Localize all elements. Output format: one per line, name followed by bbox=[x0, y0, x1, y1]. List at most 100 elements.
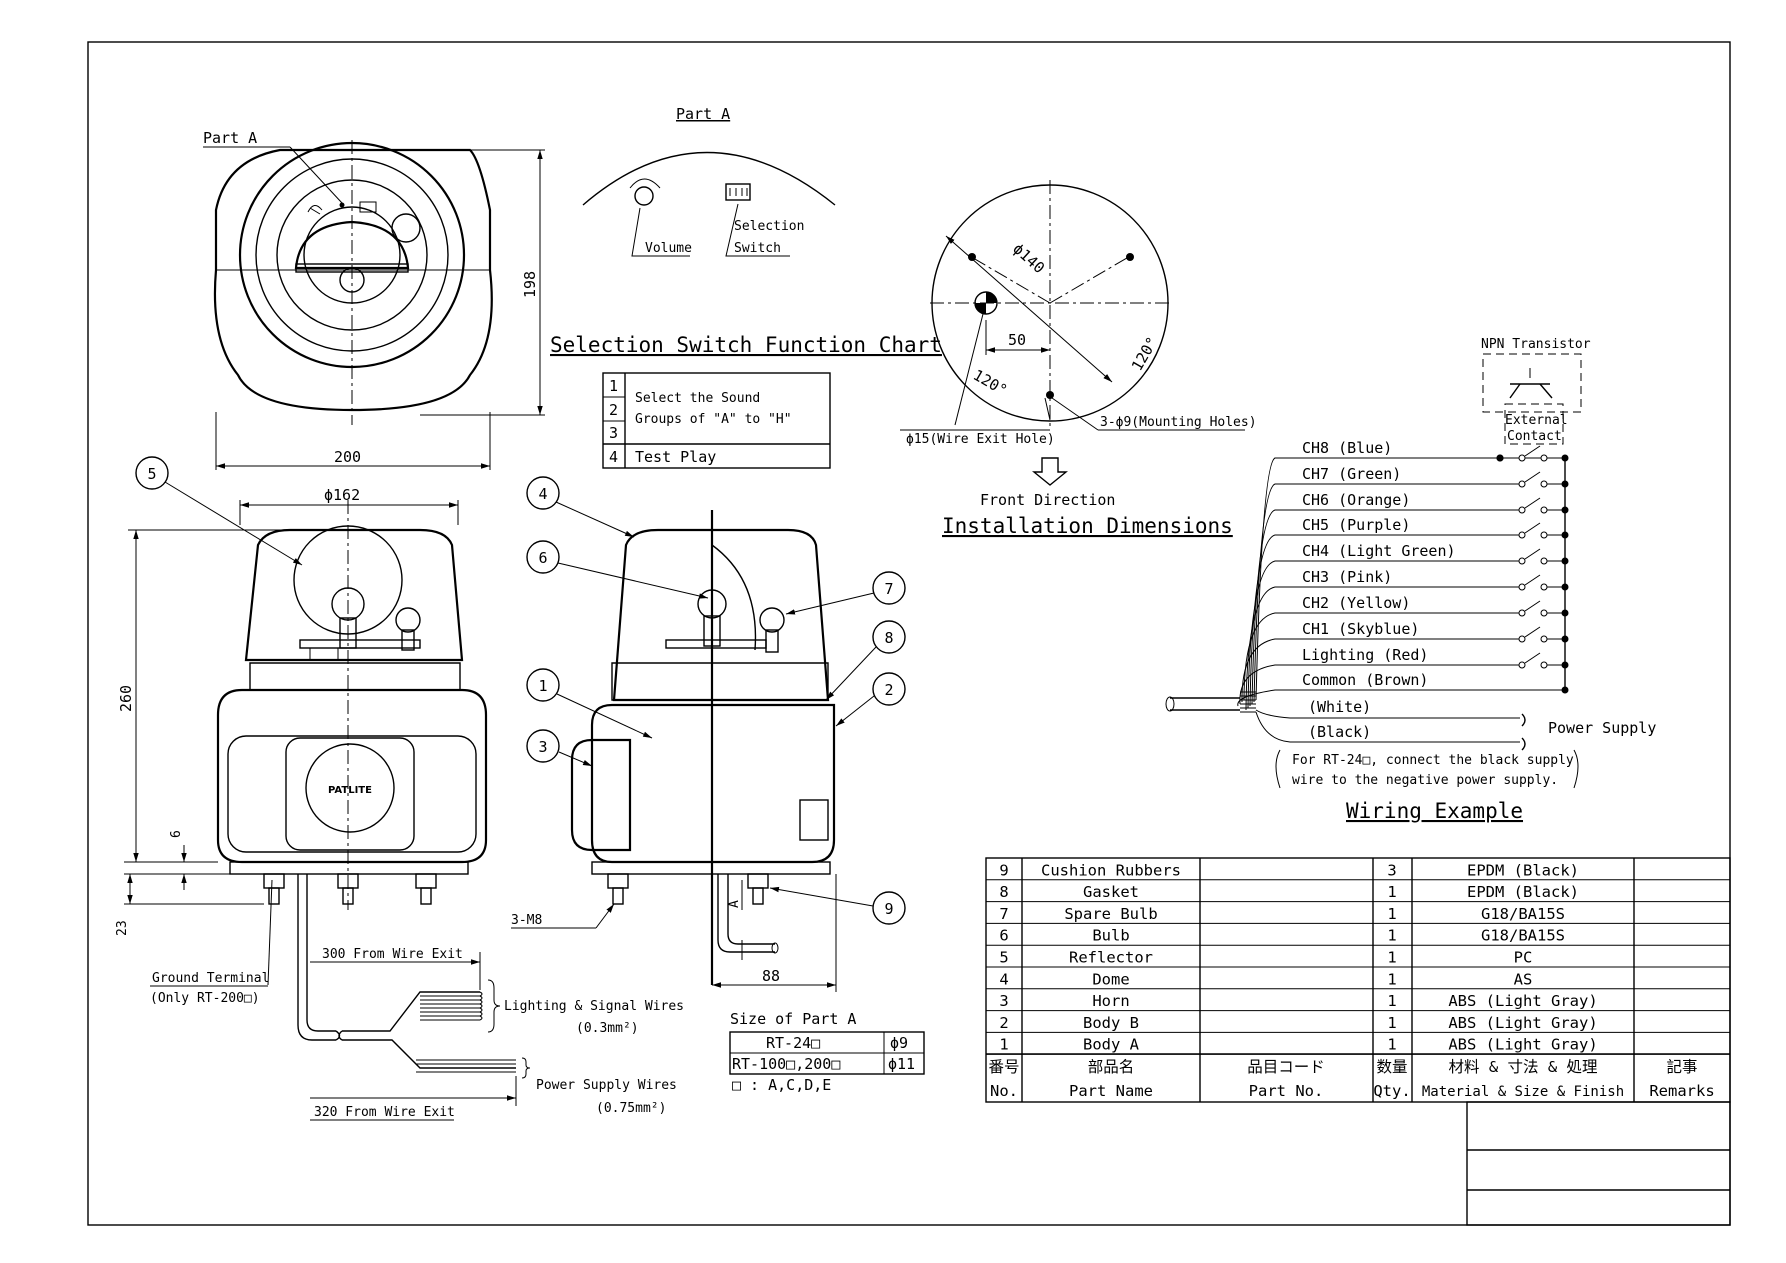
function-chart-title: Selection Switch Function Chart bbox=[550, 333, 942, 357]
cell-qty: 1 bbox=[1387, 970, 1396, 988]
balloon-5: 5 bbox=[135, 456, 303, 566]
dim-300-label: 300 From Wire Exit bbox=[322, 947, 463, 962]
side-view: 88 A 3-M8 bbox=[511, 510, 837, 992]
cell-material: ABS (Light Gray) bbox=[1448, 1014, 1597, 1032]
signal-wires-label-2: (0.3mm²) bbox=[576, 1021, 639, 1036]
size-row-2-size: ϕ11 bbox=[888, 1055, 915, 1073]
cell-qty: 1 bbox=[1387, 1036, 1396, 1054]
cell-no: 7 bbox=[999, 905, 1008, 923]
cell-name: Cushion Rubbers bbox=[1041, 861, 1181, 879]
hdr-jp-name: 部品名 bbox=[1088, 1058, 1135, 1076]
volume-label: Volume bbox=[645, 241, 692, 256]
hdr-jp-no: 番号 bbox=[988, 1058, 1019, 1076]
chart-row-3: 3 bbox=[609, 424, 618, 442]
chart-desc-1: Select the Sound bbox=[635, 391, 760, 406]
hdr-jp-qty: 数量 bbox=[1376, 1058, 1407, 1076]
selection-switch-icon bbox=[725, 183, 751, 201]
front-view: PATLITE ϕ162 260 6 23 bbox=[115, 486, 488, 936]
power-wires-label-2: (0.75mm²) bbox=[596, 1101, 666, 1116]
cell-qty: 3 bbox=[1387, 861, 1396, 879]
cell-material: EPDM (Black) bbox=[1467, 883, 1579, 901]
dim-23-label: 23 bbox=[115, 920, 130, 936]
svg-text:5: 5 bbox=[147, 465, 156, 483]
power-supply-label: Power Supply bbox=[1548, 719, 1656, 737]
cell-qty: 1 bbox=[1387, 883, 1396, 901]
channel-label: Lighting (Red) bbox=[1302, 646, 1428, 664]
balloon-9: 9 bbox=[769, 886, 906, 925]
balloon-6: 6 bbox=[526, 540, 709, 599]
installation-dimensions: ϕ140 50 120° 120° ϕ15(Wire Exit Hole) 3-… bbox=[900, 180, 1257, 538]
cell-material: PC bbox=[1514, 949, 1533, 967]
wiring-channel-0: CH8 (Blue) bbox=[1255, 439, 1569, 701]
cell-no: 4 bbox=[999, 970, 1008, 988]
front-direction-label: Front Direction bbox=[980, 491, 1115, 509]
channel-label: Common (Brown) bbox=[1302, 671, 1428, 689]
chart-desc-2: Groups of "A" to "H" bbox=[635, 412, 792, 427]
white-wire-label: (White) bbox=[1308, 698, 1371, 716]
hdr-en-qty: Qty. bbox=[1373, 1082, 1410, 1100]
channel-label: CH3 (Pink) bbox=[1302, 568, 1392, 586]
part-a-detail: Part A Volume Selection Switch bbox=[582, 105, 836, 257]
selection-switch-label-1: Selection bbox=[734, 219, 804, 234]
hdr-en-no: No. bbox=[990, 1082, 1018, 1100]
balloon-3: 3 bbox=[526, 729, 593, 767]
lead-wires: Ground Terminal (Only RT-200□) 300 From … bbox=[150, 874, 684, 1121]
cell-name: Spare Bulb bbox=[1064, 905, 1157, 923]
wiring-title: Wiring Example bbox=[1346, 799, 1523, 823]
wiring-channel-5: CH3 (Pink) bbox=[1245, 568, 1569, 711]
cell-name: Gasket bbox=[1083, 883, 1139, 901]
wiring-channel-3: CH5 (Purple) bbox=[1249, 516, 1569, 707]
channel-label: CH7 (Green) bbox=[1302, 465, 1401, 483]
cell-name: Bulb bbox=[1092, 927, 1129, 945]
dim-50-label: 50 bbox=[1008, 331, 1026, 349]
cell-no: 1 bbox=[999, 1036, 1008, 1054]
balloon-7: 7 bbox=[785, 571, 906, 615]
power-wires-label-1: Power Supply Wires bbox=[536, 1078, 677, 1093]
thread-label: 3-M8 bbox=[511, 913, 542, 928]
channel-label: CH2 (Yellow) bbox=[1302, 594, 1410, 612]
dim-88-label: 88 bbox=[762, 967, 780, 985]
wiring-channel-1: CH7 (Green) bbox=[1253, 465, 1569, 703]
table-row: 8 Gasket 1 EPDM (Black) bbox=[986, 883, 1730, 903]
ground-terminal-label-1: Ground Terminal bbox=[152, 971, 269, 986]
wire-exit-hole-label: ϕ15(Wire Exit Hole) bbox=[906, 432, 1055, 447]
size-row-1-model: RT-24□ bbox=[766, 1034, 820, 1052]
hdr-en-material: Material & Size & Finish bbox=[1422, 1084, 1624, 1100]
cell-no: 8 bbox=[999, 883, 1008, 901]
wiring-channel-4: CH4 (Light Green) bbox=[1247, 542, 1569, 709]
brand-logo: PATLITE bbox=[328, 785, 372, 796]
wiring-note-2: wire to the negative power supply. bbox=[1292, 773, 1558, 788]
cell-no: 5 bbox=[999, 949, 1008, 967]
hdr-en-part-no: Part No. bbox=[1249, 1082, 1324, 1100]
hdr-jp-part-no: 品目コード bbox=[1247, 1058, 1325, 1076]
cell-name: Dome bbox=[1092, 970, 1129, 988]
size-row-2-model: RT-100□,200□ bbox=[732, 1055, 840, 1073]
balloons: 5 4 6 7 8 2 1 3 9 bbox=[135, 456, 906, 925]
volume-knob-icon bbox=[634, 186, 654, 206]
svg-text:3: 3 bbox=[538, 738, 547, 756]
channel-label: CH1 (Skyblue) bbox=[1302, 620, 1419, 638]
size-row-1-size: ϕ9 bbox=[890, 1034, 908, 1052]
svg-text:9: 9 bbox=[884, 900, 893, 918]
channel-label: CH8 (Blue) bbox=[1302, 439, 1392, 457]
hdr-en-name: Part Name bbox=[1069, 1082, 1153, 1100]
black-wire-label: (Black) bbox=[1308, 723, 1371, 741]
npn-label: NPN Transistor bbox=[1481, 337, 1591, 352]
balloon-2: 2 bbox=[835, 672, 906, 727]
size-part-a-title: Size of Part A bbox=[730, 1010, 856, 1028]
chart-row-2: 2 bbox=[609, 401, 618, 419]
hdr-jp-remarks: 記事 bbox=[1666, 1058, 1697, 1076]
cell-qty: 1 bbox=[1387, 905, 1396, 923]
cell-material: G18/BA15S bbox=[1481, 927, 1565, 945]
dia-140-label: ϕ140 bbox=[1009, 240, 1048, 278]
channel-label: CH4 (Light Green) bbox=[1302, 542, 1456, 560]
cell-qty: 1 bbox=[1387, 1014, 1396, 1032]
svg-text:6: 6 bbox=[538, 549, 547, 567]
cell-no: 2 bbox=[999, 1014, 1008, 1032]
wiring-note-1: For RT-24□, connect the black supply bbox=[1292, 753, 1574, 768]
